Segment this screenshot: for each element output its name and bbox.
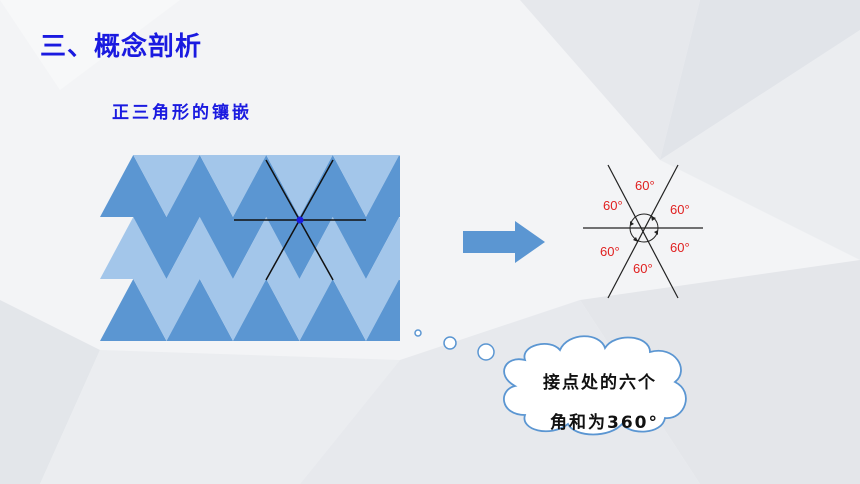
triangle-down: [199, 279, 267, 341]
thought-cloud: [414, 329, 687, 436]
triangle-up: [233, 279, 300, 341]
triangle-down: [332, 279, 400, 341]
triangle-down: [199, 155, 267, 217]
triangle-up: [166, 155, 233, 217]
page-title: 三、概念剖析: [40, 32, 203, 62]
triangle-up: [100, 217, 167, 279]
triangle-up: [233, 217, 300, 279]
cloud-text-line-1: 接点处的六个: [543, 373, 657, 393]
triangle-down: [199, 217, 267, 279]
cloud-bubble-small: [414, 329, 422, 337]
angle-label-upper-left: 60°: [603, 198, 623, 213]
cloud-shape: [503, 335, 687, 436]
triangle-down: [266, 279, 333, 341]
cloud-bubble-medium: [443, 336, 457, 350]
triangle-down: [332, 155, 400, 217]
angle-label-upper-right: 60°: [670, 202, 690, 217]
angle-label-lower-left: 60°: [600, 244, 620, 259]
triangle-down: [133, 279, 200, 341]
triangle-down: [332, 217, 400, 279]
cloud-bubble-large: [477, 343, 495, 361]
triangle-up: [166, 217, 233, 279]
section-subtitle: 正三角形的镶嵌: [112, 103, 252, 123]
triangle-up: [100, 155, 167, 217]
triangle-up: [166, 279, 233, 341]
triangle-down: [266, 155, 333, 217]
triangle-up: [366, 155, 400, 217]
angle-arc-arrow-2: [654, 230, 658, 235]
cloud-text-line-2: 角和为360°: [550, 413, 659, 433]
triangle-up: [299, 155, 366, 217]
shared-vertex-dot: [296, 216, 304, 224]
triangle-down: [266, 217, 333, 279]
triangle-up: [366, 279, 400, 341]
triangle-up: [233, 155, 300, 217]
angle-arc-arrow-1: [651, 216, 656, 221]
triangle-up: [366, 217, 400, 279]
angle-arc-arrow-3: [633, 237, 638, 242]
angle-label-bottom: 60°: [633, 261, 653, 276]
right-arrow-icon: [463, 221, 545, 263]
triangle-up: [100, 279, 167, 341]
angle-diagram: 60° 60° 60° 60° 60° 60°: [583, 164, 703, 299]
triangle-tessellation: [100, 155, 400, 341]
angle-arc-circle: [629, 213, 659, 243]
angle-diagram-line-diagonal-2: [607, 164, 679, 299]
angle-label-top: 60°: [635, 178, 655, 193]
triangle-down: [133, 217, 200, 279]
triangle-up: [299, 279, 366, 341]
triangle-up: [299, 217, 366, 279]
angle-label-lower-right: 60°: [670, 240, 690, 255]
angle-arc-arrow-4: [630, 221, 634, 226]
triangle-down: [133, 155, 200, 217]
